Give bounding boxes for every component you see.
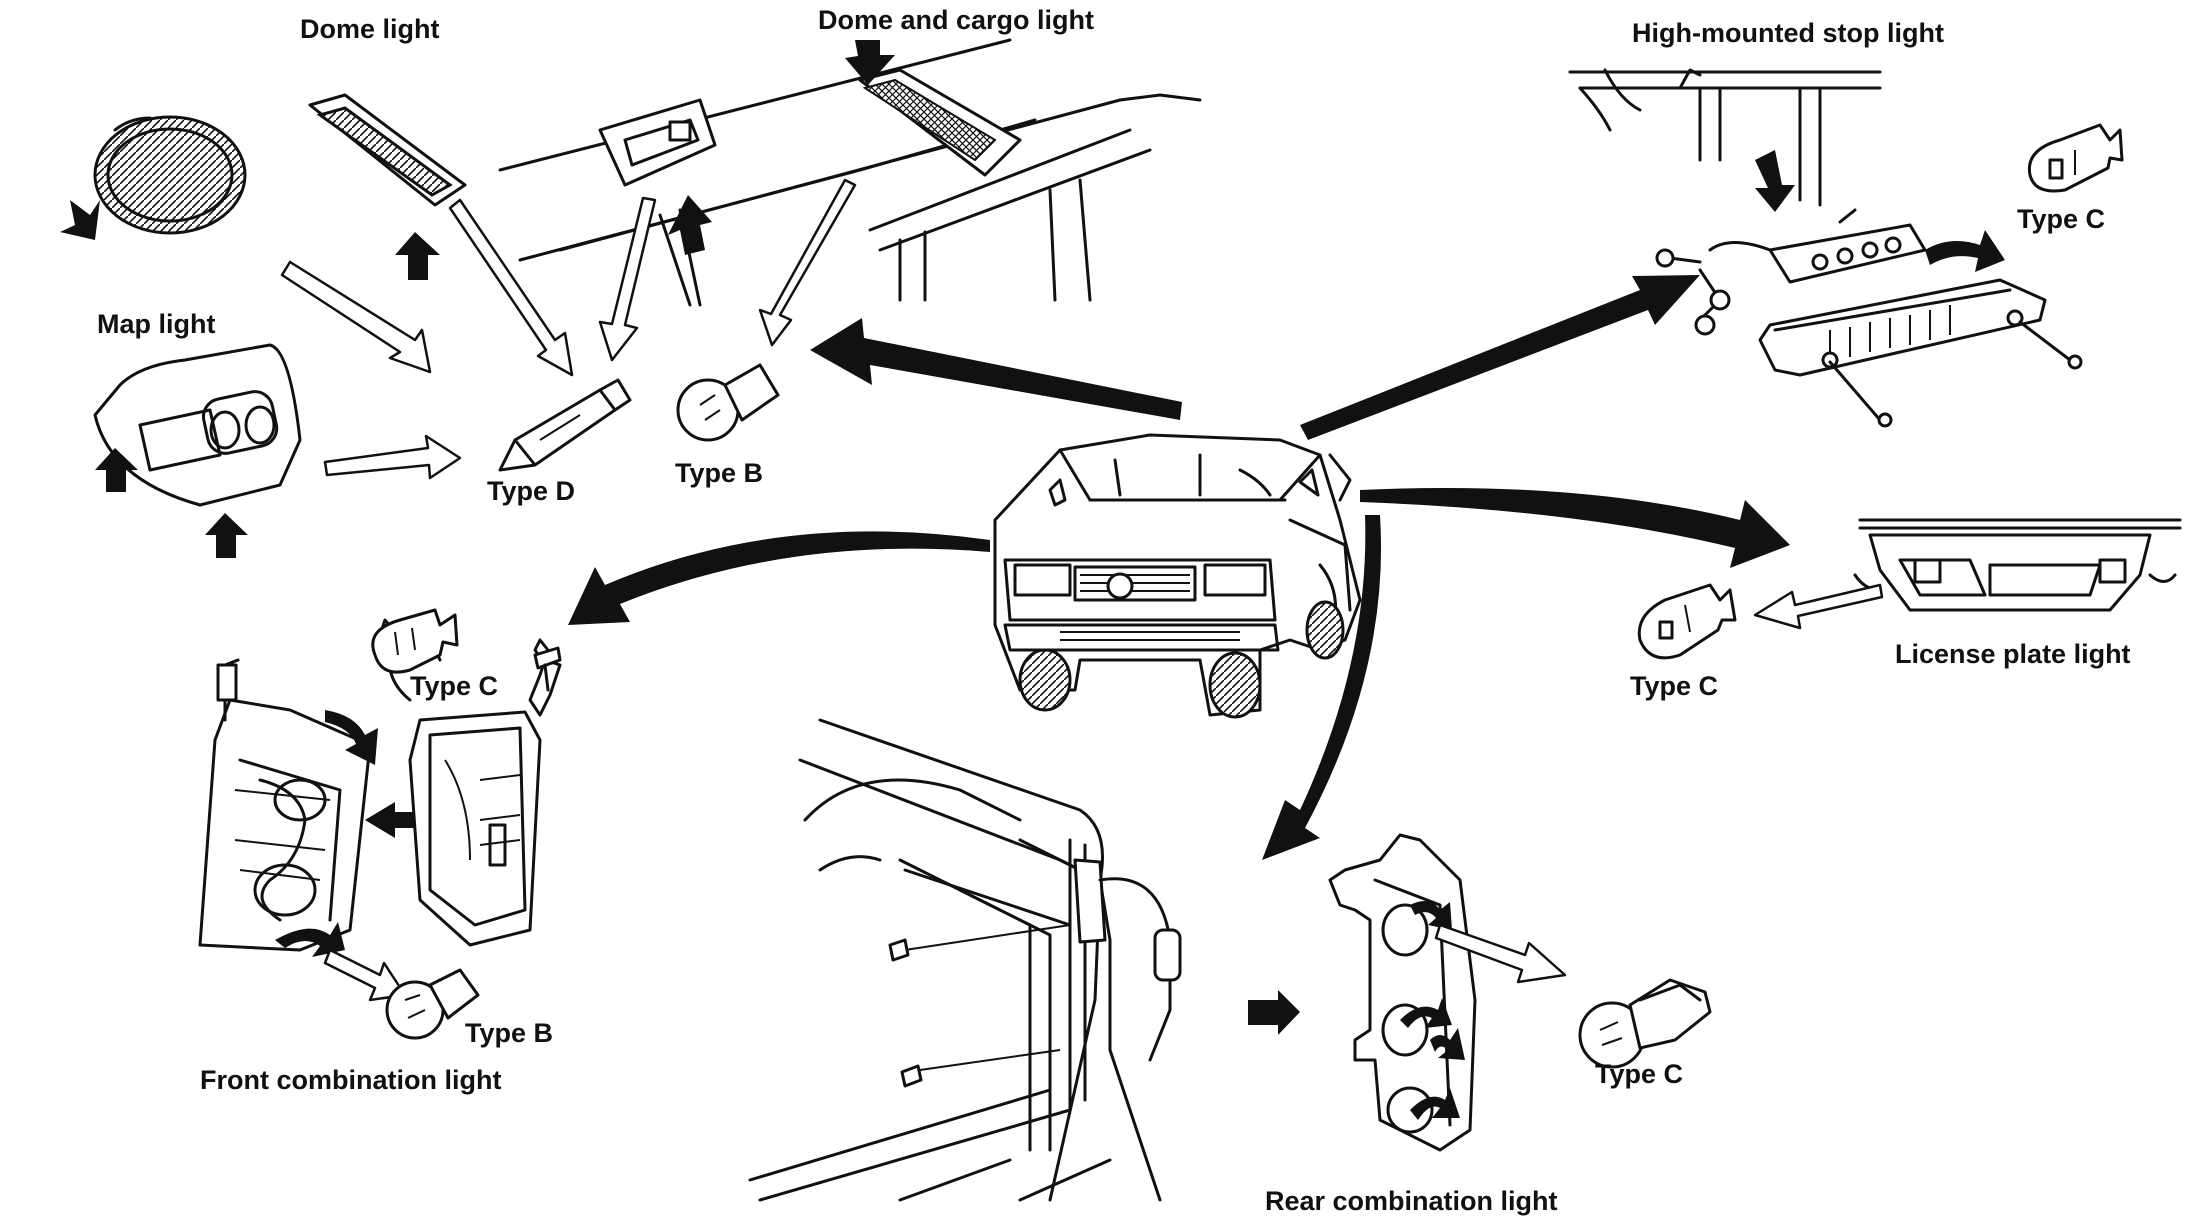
direction-arrow-icon bbox=[1248, 990, 1300, 1035]
cargo-light-lens bbox=[845, 40, 1022, 177]
diagram-labels: Dome light Dome and cargo light High-mou… bbox=[97, 5, 2131, 1216]
rotate-arrow-icon bbox=[275, 922, 345, 957]
type-c-bulb-front bbox=[371, 608, 459, 674]
label-type-c-license: Type C bbox=[1630, 671, 1718, 701]
callout-arrows bbox=[568, 275, 1790, 860]
pickup-truck bbox=[993, 433, 1362, 719]
label-type-c-top: Type C bbox=[2017, 204, 2105, 234]
label-type-d: Type D bbox=[487, 476, 575, 506]
label-rear-combination-light: Rear combination light bbox=[1265, 1186, 1558, 1216]
rotate-arrow-icon bbox=[1410, 901, 1452, 930]
rotate-arrow-icon bbox=[1925, 230, 2005, 272]
license-plate-light-assembly bbox=[1853, 518, 2182, 612]
label-type-b-top: Type B bbox=[675, 458, 763, 488]
label-license-plate-light: License plate light bbox=[1895, 639, 2131, 669]
rotate-arrow-icon bbox=[1410, 1088, 1460, 1120]
front-combination-light-assembly bbox=[198, 618, 442, 957]
push-arrow-icon bbox=[95, 448, 138, 492]
dome-light-lens bbox=[308, 93, 467, 280]
label-type-b-front: Type B bbox=[465, 1018, 553, 1048]
type-c-bulb-top bbox=[2027, 123, 2124, 193]
type-c-bulb-license bbox=[1637, 583, 1737, 660]
pointer-arrows-top-left bbox=[280, 178, 857, 480]
label-type-c-rear: Type C bbox=[1595, 1059, 1683, 1089]
push-arrow-icon bbox=[205, 513, 248, 558]
pointer-arrow bbox=[1753, 583, 1884, 630]
type-d-bulb bbox=[498, 378, 632, 472]
type-c-bulb-rear bbox=[1578, 978, 1712, 1069]
pointer-arrow bbox=[323, 948, 407, 1002]
type-b-bulb-front bbox=[385, 968, 480, 1040]
push-arrow-icon bbox=[395, 232, 440, 280]
label-type-c-front: Type C bbox=[410, 671, 498, 701]
high-mounted-stop-light-assembly bbox=[1568, 68, 2083, 428]
label-high-mounted-stop-light: High-mounted stop light bbox=[1632, 18, 1944, 48]
type-b-bulb-top bbox=[676, 363, 780, 442]
front-combination-lens bbox=[408, 638, 562, 947]
roof-interior-panel bbox=[498, 38, 1202, 307]
screw-front bbox=[533, 646, 562, 692]
label-map-light: Map light bbox=[97, 309, 215, 339]
rotate-arrow-icon bbox=[1430, 1028, 1465, 1060]
direction-arrow-icon bbox=[365, 802, 415, 838]
map-light-round-unit bbox=[60, 115, 247, 240]
truck-bed-tailgate bbox=[748, 718, 1182, 1202]
dome-cargo-housing bbox=[598, 98, 717, 255]
rotate-arrow-icon bbox=[325, 710, 378, 765]
push-arrow-icon bbox=[668, 195, 712, 255]
removal-arrow-icon bbox=[60, 200, 100, 240]
pointer-arrow bbox=[1434, 923, 1567, 984]
push-arrow-icon bbox=[845, 40, 895, 85]
label-front-combination-light: Front combination light bbox=[200, 1065, 501, 1095]
rear-combination-light-assembly bbox=[1328, 833, 1477, 1152]
label-dome-cargo-light: Dome and cargo light bbox=[818, 5, 1094, 35]
rotate-arrow-icon bbox=[1400, 998, 1452, 1028]
removal-arrow-icon bbox=[1755, 150, 1795, 212]
map-light-console bbox=[93, 343, 302, 558]
label-dome-light: Dome light bbox=[300, 14, 440, 44]
